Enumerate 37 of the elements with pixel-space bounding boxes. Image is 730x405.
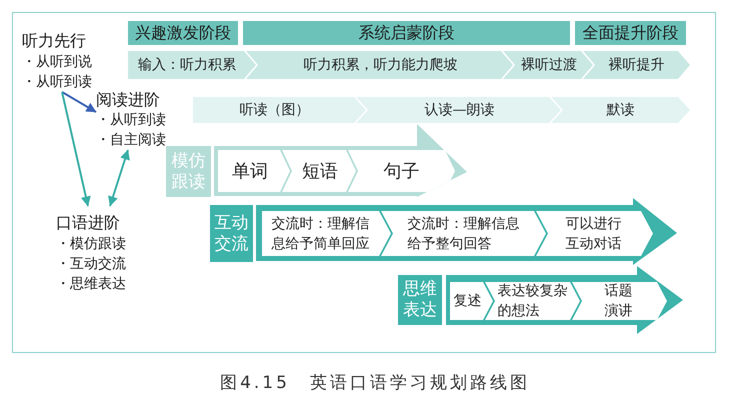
stage-step: 裸听过渡 <box>515 51 595 79</box>
stage-step: 裸听提升 <box>595 51 690 79</box>
section-heading: 阅读进阶 <box>96 90 160 110</box>
stage-step: 听读（图） <box>193 97 368 123</box>
section-heading: 听力先行 <box>22 30 86 52</box>
stage-step: 表达较复杂的想法 <box>495 282 582 320</box>
stage-step: 输入：听力积累 <box>128 51 258 79</box>
bullet-item: ・模仿跟读 <box>56 235 126 254</box>
stage-step: 听力积累，听力能力爬坡 <box>258 51 515 79</box>
bullet-item: ・思维表达 <box>56 275 126 294</box>
stage-step: 交流时：理解信息给予整句回答 <box>393 211 548 256</box>
stage-header: 兴趣激发阶段 <box>128 21 238 45</box>
bullet-item: ・互动交流 <box>56 255 126 274</box>
stage-header: 系统启蒙阶段 <box>243 21 570 45</box>
arrow <box>61 92 91 206</box>
stage-step: 默读 <box>563 97 690 123</box>
stage-step: 句子 <box>358 150 455 192</box>
row-label: 互动交流 <box>210 205 253 262</box>
stage-step: 短语 <box>292 150 358 192</box>
stage-step: 话题演讲 <box>582 282 667 320</box>
bullet-item: ・从听到读 <box>96 111 166 130</box>
stage-step: 认读—朗读 <box>368 97 563 123</box>
stage-step: 交流时：理解信息给予简单回应 <box>262 211 393 256</box>
stage-header: 全面提升阶段 <box>575 21 686 45</box>
section-heading: 口语进阶 <box>56 212 120 234</box>
bullet-item: ・从听到读 <box>22 73 92 92</box>
row-label: 模仿跟读 <box>166 146 211 197</box>
stage-step: 单词 <box>218 150 292 192</box>
figure-caption: 图4.15 英语口语学习规划路线图 <box>220 372 530 394</box>
bullet-item: ・从听到说 <box>22 53 92 72</box>
stage-step: 复述 <box>450 282 495 320</box>
bullet-item: ・自主阅读 <box>96 131 166 150</box>
progress-band <box>214 124 467 197</box>
arrow <box>62 91 96 113</box>
double-headed-arrow <box>108 150 130 206</box>
row-label: 思维表达 <box>398 275 442 325</box>
stage-step: 可以进行互动对话 <box>548 211 653 256</box>
